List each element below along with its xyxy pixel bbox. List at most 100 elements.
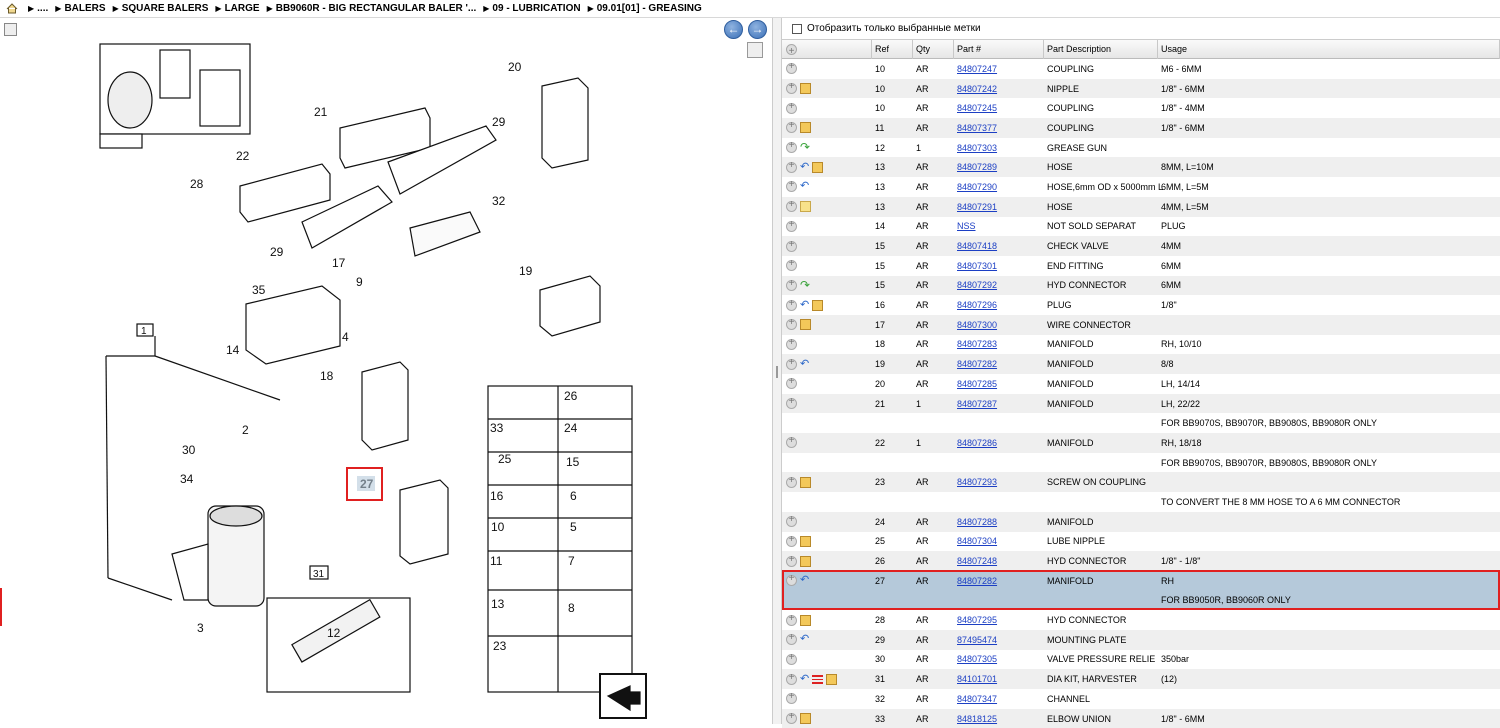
add-to-cart-icon[interactable] bbox=[786, 258, 797, 272]
callout-label[interactable]: 18 bbox=[320, 369, 334, 383]
callout-label[interactable]: 20 bbox=[508, 60, 522, 74]
callout-label[interactable]: 23 bbox=[493, 639, 507, 653]
callout-label[interactable]: 3 bbox=[197, 621, 204, 635]
back-arrow-icon[interactable]: ↶ bbox=[800, 298, 810, 311]
add-to-cart-icon[interactable] bbox=[786, 337, 797, 350]
add-to-cart-icon[interactable] bbox=[786, 239, 797, 252]
table-row[interactable]: FOR BB9050R, BB9060R ONLY bbox=[782, 590, 1500, 611]
part-number-link[interactable]: 84807245 bbox=[957, 103, 998, 114]
callout-label[interactable]: 31 bbox=[313, 569, 325, 580]
callout-label[interactable]: 2 bbox=[242, 423, 249, 437]
column-header-description[interactable]: Part Description bbox=[1044, 40, 1158, 59]
add-to-cart-icon[interactable] bbox=[786, 219, 797, 232]
panel-splitter[interactable] bbox=[772, 18, 782, 724]
add-to-cart-icon[interactable] bbox=[786, 160, 797, 173]
callout-label[interactable]: 34 bbox=[180, 472, 194, 486]
part-number-link[interactable]: 84807247 bbox=[957, 63, 998, 74]
part-number-link[interactable]: 84807242 bbox=[957, 83, 998, 94]
scroll-box[interactable] bbox=[747, 42, 763, 58]
add-to-cart-icon[interactable] bbox=[786, 61, 797, 75]
callout-label[interactable]: 1 bbox=[141, 326, 147, 337]
part-number-link[interactable]: 84807289 bbox=[957, 162, 998, 173]
callout-label[interactable]: 7 bbox=[568, 554, 575, 568]
forward-arrow-icon[interactable]: ↷ bbox=[800, 277, 811, 292]
callout-label[interactable]: 28 bbox=[190, 177, 204, 191]
add-to-cart-icon[interactable] bbox=[786, 81, 797, 95]
callout-label[interactable]: 26 bbox=[564, 389, 578, 403]
add-to-cart-icon[interactable] bbox=[786, 514, 797, 528]
add-all-icon[interactable] bbox=[786, 42, 797, 61]
part-number-link[interactable]: 84807303 bbox=[957, 142, 998, 153]
part-number-link[interactable]: 84807293 bbox=[957, 477, 998, 488]
add-to-cart-icon[interactable] bbox=[786, 711, 797, 725]
add-to-cart-icon[interactable] bbox=[786, 199, 797, 213]
expand-panel-icon[interactable] bbox=[4, 23, 17, 36]
part-number-link[interactable]: 84807291 bbox=[957, 201, 998, 212]
show-selected-checkbox[interactable] bbox=[792, 23, 802, 34]
callout-label[interactable]: 4 bbox=[342, 330, 349, 344]
part-number-link[interactable]: 84807283 bbox=[957, 339, 998, 350]
add-to-cart-icon[interactable] bbox=[786, 179, 797, 193]
column-header-qty[interactable]: Qty bbox=[913, 40, 954, 59]
callout-label[interactable]: 17 bbox=[332, 256, 346, 270]
column-header-ref[interactable]: Ref bbox=[872, 40, 913, 59]
add-to-cart-icon[interactable] bbox=[786, 632, 797, 646]
show-selected-label[interactable]: Отобразить только выбранные метки bbox=[807, 23, 981, 34]
part-number-link[interactable]: 84807248 bbox=[957, 556, 998, 567]
part-number-link[interactable]: 84807295 bbox=[957, 615, 998, 626]
add-to-cart-icon[interactable] bbox=[786, 613, 797, 626]
part-number-link[interactable]: 84807347 bbox=[957, 693, 998, 704]
add-to-cart-icon[interactable] bbox=[786, 691, 797, 705]
breadcrumb-item[interactable]: BALERS bbox=[64, 3, 106, 14]
add-to-cart-icon[interactable] bbox=[786, 475, 797, 488]
callout-label[interactable]: 10 bbox=[491, 520, 505, 534]
callout-label[interactable]: 9 bbox=[356, 275, 363, 289]
add-to-cart-icon[interactable] bbox=[786, 672, 797, 685]
callout-label[interactable]: 14 bbox=[226, 343, 240, 357]
part-number-link[interactable]: 84807418 bbox=[957, 241, 998, 252]
home-icon[interactable] bbox=[6, 3, 18, 14]
add-to-cart-icon[interactable] bbox=[786, 573, 797, 587]
part-number-link[interactable]: 84807305 bbox=[957, 654, 998, 665]
add-to-cart-icon[interactable] bbox=[786, 396, 797, 410]
column-header-usage[interactable]: Usage bbox=[1158, 40, 1500, 59]
back-arrow-icon[interactable]: ↶ bbox=[800, 672, 810, 685]
part-number-link[interactable]: 84807296 bbox=[957, 300, 998, 311]
part-number-link[interactable]: NSS bbox=[957, 221, 976, 232]
breadcrumb-item[interactable]: BB9060R - BIG RECTANGULAR BALER '... bbox=[275, 3, 477, 14]
add-to-cart-icon[interactable] bbox=[786, 652, 797, 665]
part-number-link[interactable]: 84807287 bbox=[957, 398, 998, 409]
back-arrow-icon[interactable]: ↶ bbox=[800, 574, 810, 587]
callout-label[interactable]: 32 bbox=[492, 194, 506, 208]
breadcrumb-item[interactable]: SQUARE BALERS bbox=[121, 3, 209, 14]
add-to-cart-icon[interactable] bbox=[786, 376, 797, 390]
previous-page-button[interactable]: ← bbox=[724, 20, 743, 39]
callout-label[interactable]: 19 bbox=[519, 264, 533, 278]
callout-label[interactable]: 16 bbox=[490, 489, 504, 503]
add-to-cart-icon[interactable] bbox=[786, 298, 797, 311]
list-icon[interactable] bbox=[812, 674, 824, 684]
table-row[interactable]: FOR BB9070S, BB9070R, BB9080S, BB9080R O… bbox=[782, 413, 1500, 433]
part-number-link[interactable]: 84807282 bbox=[957, 359, 998, 370]
callout-label[interactable]: 22 bbox=[236, 149, 250, 163]
breadcrumb-item[interactable]: LARGE bbox=[224, 3, 260, 14]
add-to-cart-icon[interactable] bbox=[786, 120, 797, 134]
part-number-link[interactable]: 84807290 bbox=[957, 181, 998, 192]
part-number-link[interactable]: 87495474 bbox=[957, 634, 998, 645]
